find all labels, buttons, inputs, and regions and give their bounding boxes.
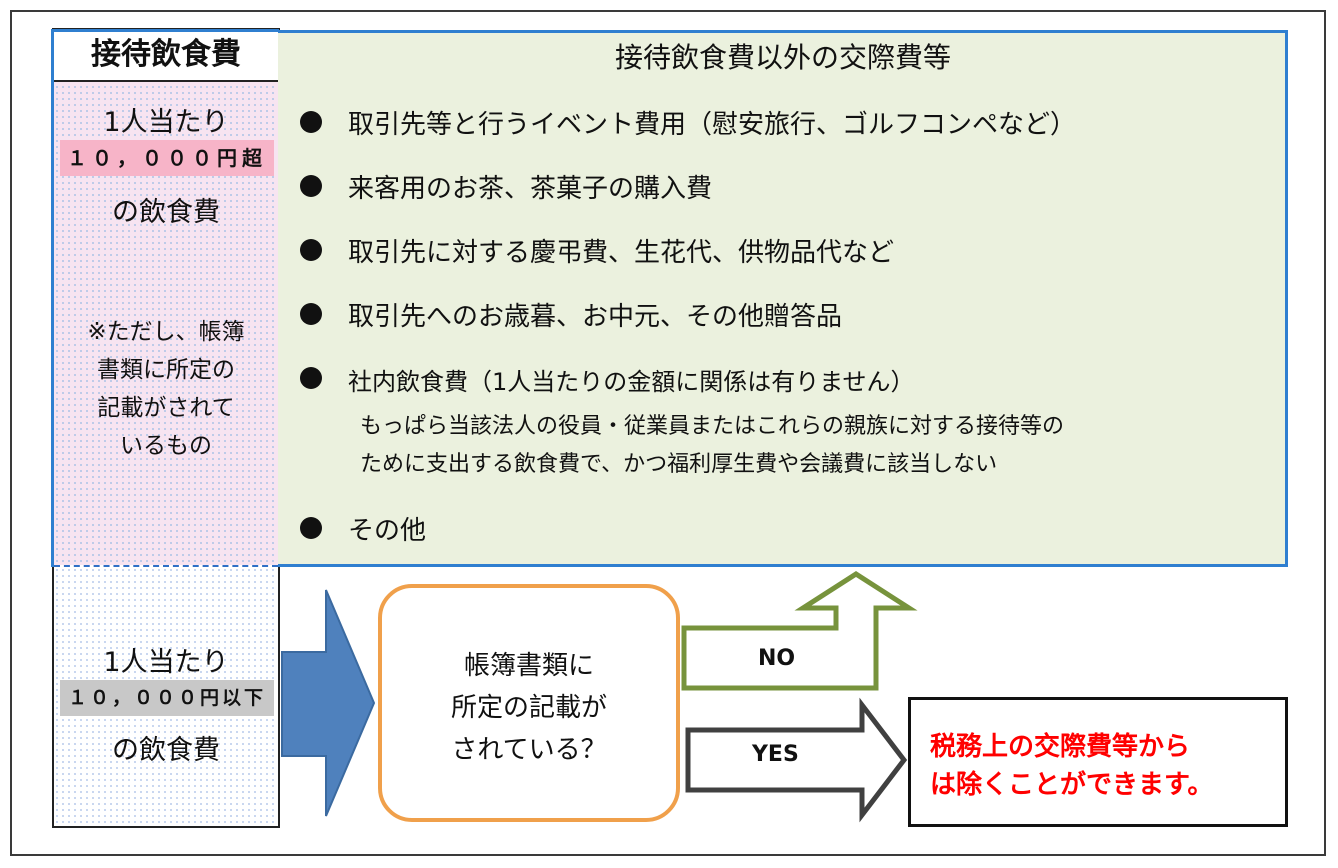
- result-line-1: 税務上の交際費等から: [930, 732, 1191, 762]
- note-line-3: 記載がされて: [97, 395, 235, 421]
- bullet-icon: [300, 303, 322, 325]
- sub-line-1: もっぱら当該法人の役員・従業員またはこれらの親族に対する接待等の: [360, 414, 1065, 439]
- note-line-4: いるもの: [120, 433, 212, 459]
- bullet-icon: [300, 367, 322, 389]
- decision-box: [378, 584, 680, 822]
- decision-line-1: 帳簿書類に: [463, 651, 594, 681]
- yes-arrow: [685, 697, 908, 823]
- sub-line-2: ために支出する飲食費で、かつ福利厚生費や会議費に該当しない: [360, 452, 998, 477]
- list-item: 社内飲食費（1人当たりの金額に関係は有りません）: [348, 368, 915, 396]
- note-line-2: 書類に所定の: [97, 357, 235, 383]
- bullet-icon: [300, 517, 322, 539]
- panel-left-border: [51, 30, 54, 567]
- list-item: 取引先に対する慶弔費、生花代、供物品代など: [348, 238, 895, 268]
- bullet-icon: [300, 175, 322, 197]
- result-line-2: は除くことができます。: [930, 770, 1214, 800]
- bottom-food-cost-label: の飲食費: [112, 735, 220, 766]
- yes-label: YES: [752, 742, 799, 767]
- panel-top-border-left: [51, 29, 279, 32]
- left-column-top-section: [54, 30, 278, 565]
- top-per-person-label: 1人当たり: [103, 107, 229, 138]
- result-box: [908, 697, 1288, 827]
- left-column-dashed-divider: [54, 565, 278, 567]
- left-column-header: 接待飲食費: [54, 30, 278, 82]
- big-blue-arrow: [281, 589, 376, 817]
- decision-line-2: 所定の記載が: [450, 693, 607, 723]
- top-food-cost-label: の飲食費: [112, 197, 220, 228]
- list-item: その他: [348, 516, 427, 546]
- decision-line-3: されている？: [451, 735, 607, 765]
- no-label: NO: [758, 646, 796, 671]
- bottom-per-person-label: 1人当たり: [103, 647, 229, 678]
- list-item: 取引先等と行うイベント費用（慰安旅行、ゴルフコンペなど）: [348, 110, 1077, 140]
- bullet-icon: [300, 239, 322, 261]
- list-item: 来客用のお茶、茶菓子の購入費: [348, 174, 713, 204]
- list-item: 取引先へのお歳暮、お中元、その他贈答品: [348, 302, 843, 332]
- outer-frame: [10, 10, 1326, 856]
- other-entertainment-panel: [278, 30, 1288, 567]
- note-line-1: ※ただし、帳簿: [87, 319, 245, 345]
- top-amount-badge: １０，０００円超: [60, 140, 274, 176]
- no-arrow: [681, 571, 918, 691]
- bullet-icon: [300, 111, 322, 133]
- bottom-amount-badge: １０，０００円以下: [60, 680, 274, 716]
- right-panel-title: 接待飲食費以外の交際費等: [614, 41, 951, 74]
